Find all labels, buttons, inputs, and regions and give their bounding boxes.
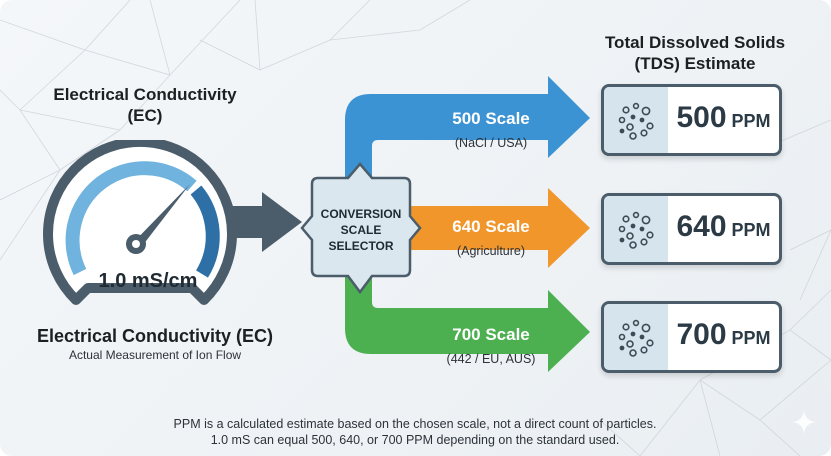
tds-heading-line1: Total Dissolved Solids — [604, 33, 786, 52]
scale-500-title: 500 Scale — [452, 109, 530, 128]
tds-number: 700 — [676, 318, 727, 351]
tds-heading: Total Dissolved Solids (TDS) Estimate — [590, 32, 800, 74]
footnote: PPM is a calculated estimate based on th… — [120, 416, 710, 448]
ec-label: Electrical Conductivity (EC) — [36, 326, 274, 346]
tds-unit: PPM — [731, 220, 771, 240]
scale-500-subtitle: (NaCl / USA) — [454, 136, 528, 150]
scale-700-subtitle: (442 / EU, AUS) — [446, 352, 536, 366]
particles-icon — [604, 87, 668, 153]
tds-value: 640 PPM — [668, 196, 779, 262]
scale-640-title: 640 Scale — [452, 217, 530, 236]
gauge-to-selector-arrow — [228, 192, 302, 252]
tds-result-card-700: 700 PPM — [601, 301, 782, 373]
selector-line1: CONVERSION — [320, 207, 402, 221]
tds-result-card-500: 500 PPM — [601, 84, 782, 156]
gauge-reading: 1.0 mS/cm — [98, 270, 198, 292]
gauge-arc-light — [65, 161, 197, 276]
arrow-700-scale — [345, 270, 590, 372]
gauge-arc-dark — [190, 185, 220, 278]
arrow-500-scale — [345, 76, 590, 190]
particles-icon — [604, 304, 668, 370]
scale-640-subtitle: (Agriculture) — [456, 244, 526, 258]
tds-value: 500 PPM — [668, 87, 779, 153]
tds-number: 640 — [676, 210, 727, 243]
tds-heading-line2: (TDS) Estimate — [634, 54, 756, 73]
tds-result-card-640: 640 PPM — [601, 193, 782, 265]
particles-icon — [604, 196, 668, 262]
gauge-needle — [128, 184, 190, 254]
tds-value: 700 PPM — [668, 304, 779, 370]
selector-line2: SCALE — [340, 223, 382, 237]
sparkle-icon — [792, 410, 816, 434]
ec-heading: Electrical Conductivity (EC) — [20, 84, 270, 126]
tds-unit: PPM — [731, 328, 771, 348]
arrow-640-scale — [400, 188, 590, 268]
ec-gauge — [43, 140, 237, 305]
scale-700-title: 700 Scale — [452, 325, 530, 344]
footnote-line2: 1.0 mS can equal 500, 640, or 700 PPM de… — [210, 433, 620, 447]
ec-sublabel: Actual Measurement of Ion Flow — [68, 348, 242, 362]
tds-number: 500 — [676, 101, 727, 134]
selector-line3: SELECTOR — [328, 239, 394, 253]
selector-box — [300, 162, 422, 295]
ec-heading-line1: Electrical Conductivity — [53, 85, 237, 104]
conversion-selector-label: CONVERSION SCALE SELECTOR — [308, 206, 414, 254]
tds-unit: PPM — [731, 111, 771, 131]
footnote-line1: PPM is a calculated estimate based on th… — [173, 417, 657, 431]
ec-heading-line2: (EC) — [127, 106, 163, 125]
